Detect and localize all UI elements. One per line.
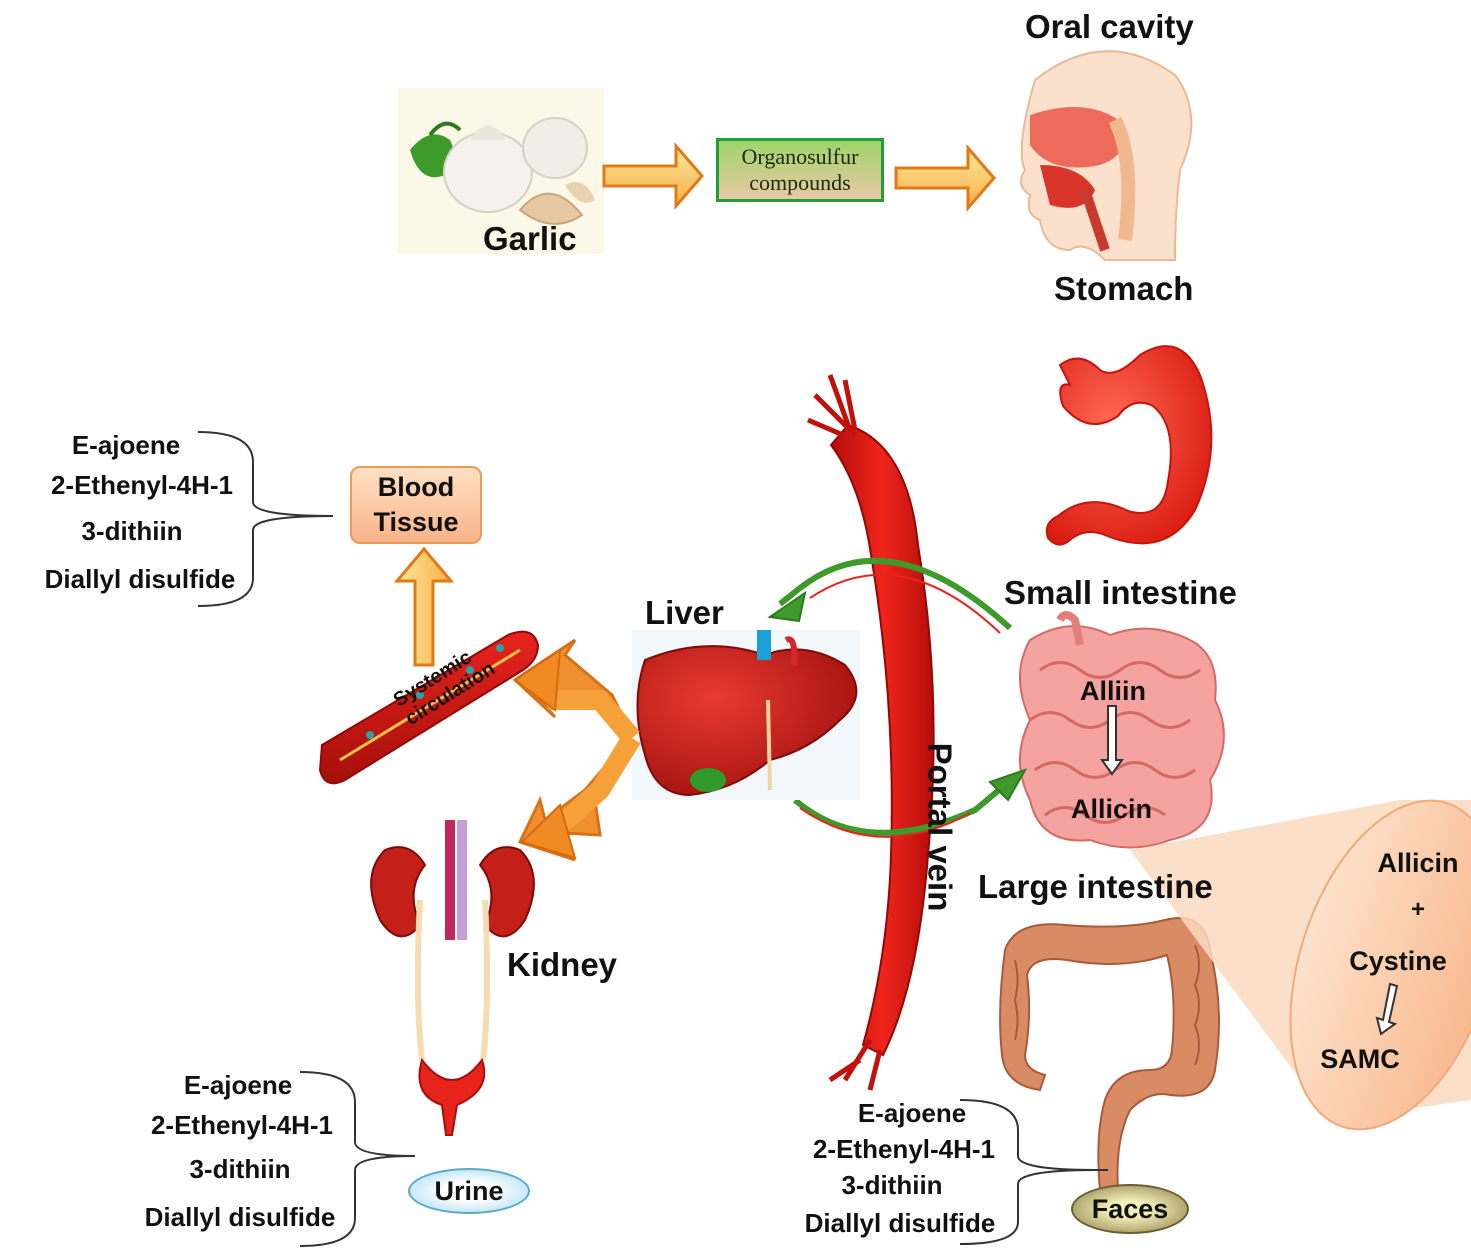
urine-oval: Urine [408, 1168, 530, 1214]
large-intestine-label: Large intestine [978, 868, 1213, 905]
green-arrow-top [778, 557, 1013, 631]
alliin-to-allicin-arrow [1100, 705, 1124, 776]
large-intestine-image [999, 917, 1220, 1191]
urine-metabolite-3: 3-dithiin [189, 1154, 291, 1184]
urine-label: Urine [434, 1175, 504, 1206]
garlic-image [398, 88, 604, 254]
systemic-circulation-image [318, 630, 540, 785]
kidney-image [370, 820, 535, 1136]
faces-metabolite-2: 2-Ethenyl-4H-1 [812, 1134, 996, 1164]
urine-metabolite-2: 2-Ethenyl-4H-1 [150, 1110, 334, 1140]
arrow-organosulfur-to-oral [894, 143, 996, 213]
small-intestine-label: Small intestine [1004, 574, 1237, 611]
inset-allicin-label: Allicin [1377, 848, 1459, 878]
green-arrow-bottom [793, 782, 1007, 836]
organosulfur-line-2: compounds [749, 170, 851, 195]
kidney-label: Kidney [507, 946, 618, 983]
blood-tissue-box: Blood Tissue [350, 466, 482, 544]
blood-metabolite-2: 2-Ethenyl-4H-1 [50, 470, 234, 500]
faces-metabolite-4: Diallyl disulfide [804, 1208, 996, 1238]
blood-label: Blood [377, 472, 455, 502]
green-arrowhead-to-liver [767, 590, 807, 623]
portal-vein-label: Portal vein [921, 742, 959, 912]
faces-label: Faces [1091, 1193, 1169, 1224]
stomach-image [1045, 345, 1213, 546]
tissue-label: Tissue [373, 507, 459, 537]
blood-metabolite-3: 3-dithiin [81, 516, 183, 546]
oral-cavity-image [1020, 50, 1193, 261]
faces-oval: Faces [1071, 1184, 1189, 1234]
inset-plus-label: + [1410, 896, 1426, 923]
liver-image [632, 630, 860, 800]
cystine-to-samc-arrow [1375, 982, 1399, 1036]
blood-metabolite-4: Diallyl disulfide [44, 564, 236, 594]
urine-metabolite-4: Diallyl disulfide [144, 1202, 336, 1232]
organosulfur-line-1: Organosulfur [741, 144, 859, 169]
faces-metabolite-1: E-ajoene [857, 1098, 967, 1128]
bracket-urine [299, 1071, 416, 1247]
organosulfur-box: Organosulfur compounds [716, 138, 884, 202]
stomach-label: Stomach [1054, 270, 1194, 307]
alliin-label: Alliin [1080, 676, 1146, 706]
allicin-label: Allicin [1071, 794, 1153, 824]
urine-metabolite-1: E-ajoene [183, 1070, 293, 1100]
garlic-label: Garlic [483, 220, 577, 257]
inset-cystine-label: Cystine [1349, 946, 1447, 976]
liver-label: Liver [645, 594, 724, 631]
inset-samc-label: SAMC [1320, 1044, 1400, 1074]
arrow-garlic-to-organosulfur [602, 141, 704, 211]
blood-metabolite-1: E-ajoene [71, 430, 181, 460]
bracket-blood [197, 431, 334, 607]
faces-metabolite-3: 3-dithiin [841, 1170, 943, 1200]
green-arrowhead-to-intestine [988, 768, 1028, 802]
portal-vein-image [807, 374, 935, 1091]
circulation-to-blood-arrow [393, 546, 455, 667]
oral-cavity-label: Oral cavity [1025, 8, 1194, 45]
inset-oval [1289, 799, 1471, 1131]
